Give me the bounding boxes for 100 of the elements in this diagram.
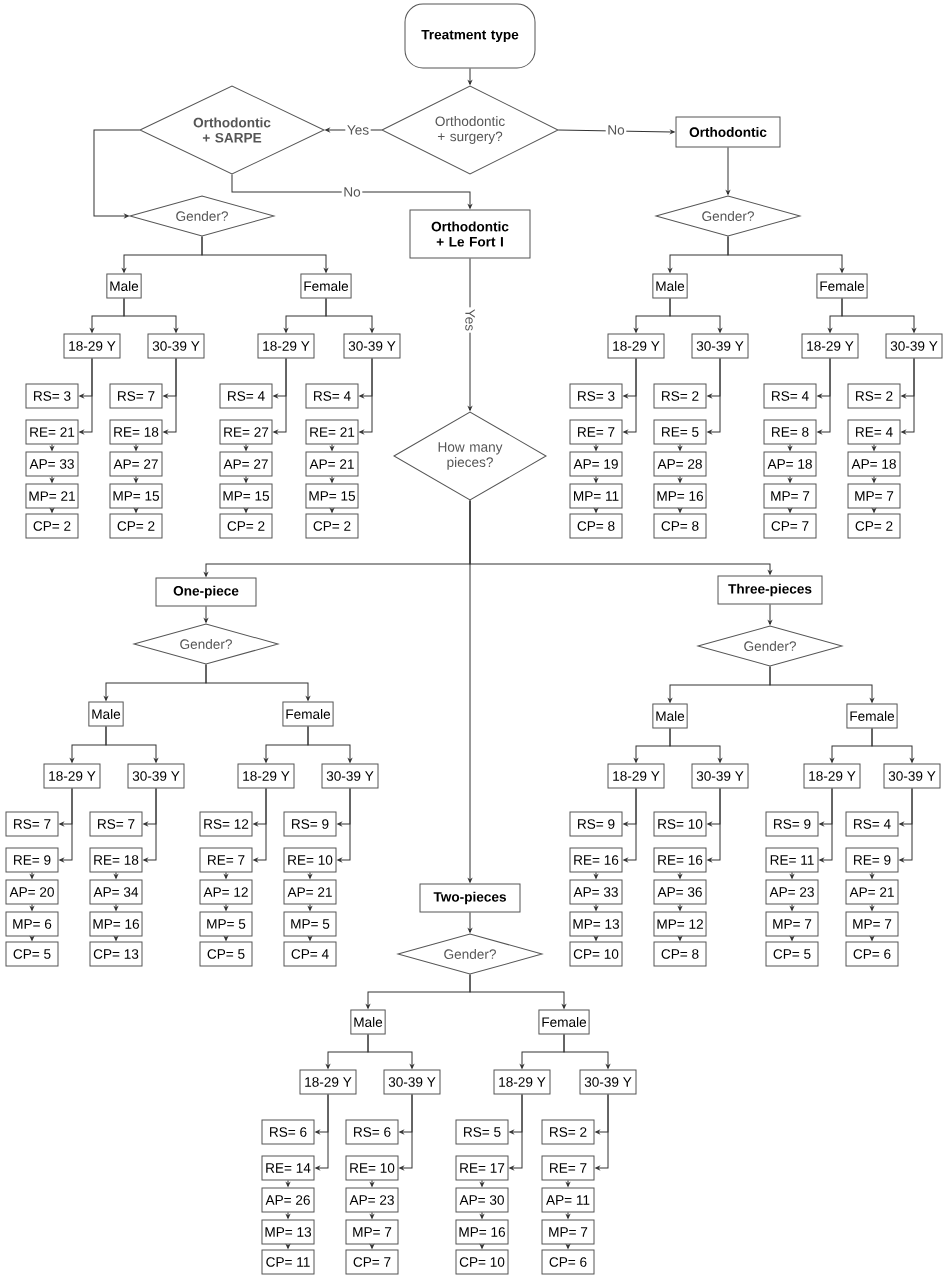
arrow xyxy=(841,298,916,333)
arrow xyxy=(315,1094,329,1170)
arrow xyxy=(899,788,913,862)
arrow xyxy=(114,872,118,879)
arrow xyxy=(768,604,772,625)
arrow xyxy=(594,508,598,513)
arrow xyxy=(308,904,312,911)
arrow xyxy=(594,936,598,941)
arrow xyxy=(480,1244,484,1249)
arrow xyxy=(30,936,34,941)
arrow xyxy=(790,872,794,879)
arrow xyxy=(594,444,598,451)
arrow xyxy=(872,476,876,483)
arrow xyxy=(468,68,472,85)
arrow xyxy=(870,872,874,879)
arrow xyxy=(224,904,228,911)
arrow xyxy=(330,508,334,513)
arrow xyxy=(79,358,93,434)
arrow xyxy=(872,508,876,513)
arrow xyxy=(790,904,794,911)
arrow xyxy=(817,358,831,434)
arrow xyxy=(678,508,682,513)
arrow xyxy=(93,129,141,218)
arrow xyxy=(143,788,157,862)
arrow xyxy=(59,788,73,862)
arrow xyxy=(224,872,228,879)
arrow xyxy=(367,1034,414,1069)
arrow xyxy=(901,358,915,434)
arrow xyxy=(244,476,248,483)
arrow xyxy=(105,726,158,763)
arrow xyxy=(30,872,34,879)
arrow xyxy=(480,1180,484,1187)
arrow xyxy=(50,476,54,483)
arrow xyxy=(370,1180,374,1187)
arrow xyxy=(669,298,722,333)
arrow xyxy=(870,936,874,941)
arrow xyxy=(286,1212,290,1219)
arrow xyxy=(205,663,310,701)
arrow xyxy=(253,788,267,862)
arrow xyxy=(678,444,682,451)
arrow xyxy=(566,1180,570,1187)
arrow xyxy=(870,904,874,911)
arrow xyxy=(678,904,682,911)
arrow xyxy=(707,788,721,862)
arrow xyxy=(244,508,248,513)
arrow xyxy=(727,235,844,273)
arrow xyxy=(325,298,374,333)
arrow xyxy=(370,1212,374,1219)
arrow xyxy=(123,298,178,333)
arrow xyxy=(244,444,248,451)
arrow xyxy=(114,904,118,911)
arrow xyxy=(330,444,334,451)
arrow xyxy=(563,1034,610,1069)
arrow xyxy=(201,235,328,273)
arrow xyxy=(370,1244,374,1249)
arrow xyxy=(359,358,373,434)
arrow xyxy=(286,1244,290,1249)
arrow xyxy=(788,508,792,513)
arrow xyxy=(669,728,722,763)
arrow xyxy=(134,444,138,451)
arrow xyxy=(114,936,118,941)
arrow xyxy=(595,1094,609,1170)
arrow xyxy=(50,508,54,513)
arrow xyxy=(469,973,566,1009)
arrow xyxy=(788,476,792,483)
arrow xyxy=(330,476,334,483)
arrow xyxy=(337,788,351,862)
arrow xyxy=(707,358,721,434)
arrow xyxy=(678,476,682,483)
arrow xyxy=(594,872,598,879)
arrow xyxy=(307,726,352,763)
arrow xyxy=(509,1094,523,1170)
arrow xyxy=(790,936,794,941)
arrow xyxy=(468,912,472,933)
arrow xyxy=(325,128,383,132)
arrow xyxy=(678,936,682,941)
arrow xyxy=(594,476,598,483)
arrow xyxy=(308,872,312,879)
arrow xyxy=(468,499,472,883)
arrow xyxy=(224,936,228,941)
arrow xyxy=(788,444,792,451)
arrow xyxy=(480,1212,484,1219)
arrow xyxy=(678,872,682,879)
arrow xyxy=(134,508,138,513)
arrow xyxy=(273,358,287,434)
arrow xyxy=(819,788,833,862)
arrow xyxy=(726,147,730,195)
arrow xyxy=(871,728,914,763)
arrow xyxy=(134,476,138,483)
arrow xyxy=(231,173,472,209)
arrow xyxy=(399,1094,413,1170)
arrow xyxy=(163,358,177,434)
arrow xyxy=(468,258,472,411)
arrow xyxy=(286,1180,290,1187)
arrow xyxy=(308,936,312,941)
arrow xyxy=(30,904,34,911)
arrow xyxy=(623,788,637,862)
arrow xyxy=(623,358,637,434)
arrow xyxy=(769,665,874,703)
arrow xyxy=(594,904,598,911)
